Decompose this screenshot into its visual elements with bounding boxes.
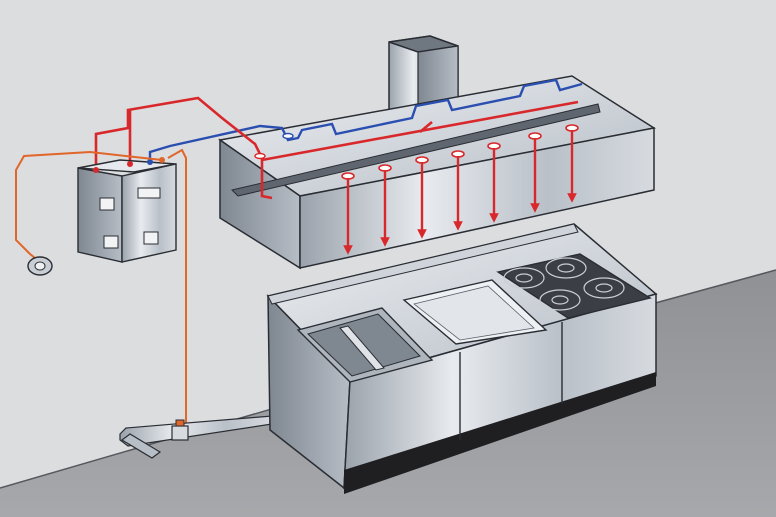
gas-shutoff-valve [171,419,189,441]
cabinet-window [103,235,119,249]
cabinet-window [143,231,159,245]
nozzle [378,164,392,247]
grease-filter-slot [231,103,601,197]
nozzle [565,124,579,203]
nozzle [528,132,542,213]
kitchen-exhaust-hood [218,75,656,270]
backsplash [267,223,579,305]
agent-distribution-line [94,96,579,200]
suppression-control-cabinets [77,157,177,263]
plenum-nozzle [254,132,294,160]
remote-manual-pull-station [27,256,53,276]
griddle [402,279,548,345]
nozzle [487,142,501,223]
nozzle [415,156,429,239]
four-burner-range [496,253,652,319]
nozzle [451,150,465,231]
nozzle [341,172,355,255]
cabinet-window [137,187,161,199]
burner-icon [539,289,581,311]
cabinet-window [99,197,115,211]
discharge-nozzles [341,124,579,255]
fryer [296,307,434,383]
plinth [344,372,656,494]
burner-icon [545,257,587,279]
burner-icon [503,267,545,289]
burner-icon [583,277,625,299]
detection-line [148,78,583,162]
